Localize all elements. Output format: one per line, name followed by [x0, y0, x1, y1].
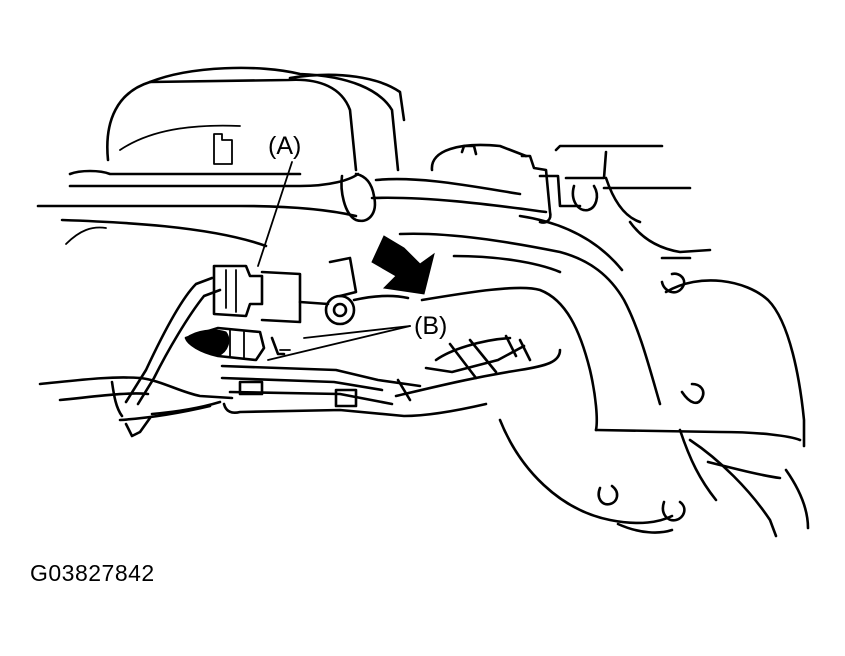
component-a — [124, 264, 302, 406]
component-b — [184, 326, 291, 362]
callout-a-label: (A) — [268, 132, 301, 160]
figure-id-label: G03827842 — [30, 560, 155, 586]
callout-b-label: (B) — [414, 312, 447, 340]
elbow-fitting — [340, 172, 548, 223]
direction-arrow — [371, 235, 435, 295]
leader-lines — [257, 161, 411, 361]
intake-duct — [398, 214, 802, 442]
right-housing — [660, 272, 810, 538]
round-sensor — [298, 256, 410, 326]
intake-plenum — [106, 66, 406, 172]
upper-hoses — [430, 143, 712, 260]
fuel-rails — [36, 169, 360, 248]
lower-left-pipes — [38, 376, 234, 438]
lower-harness — [220, 334, 562, 418]
lower-bracket — [498, 418, 686, 534]
